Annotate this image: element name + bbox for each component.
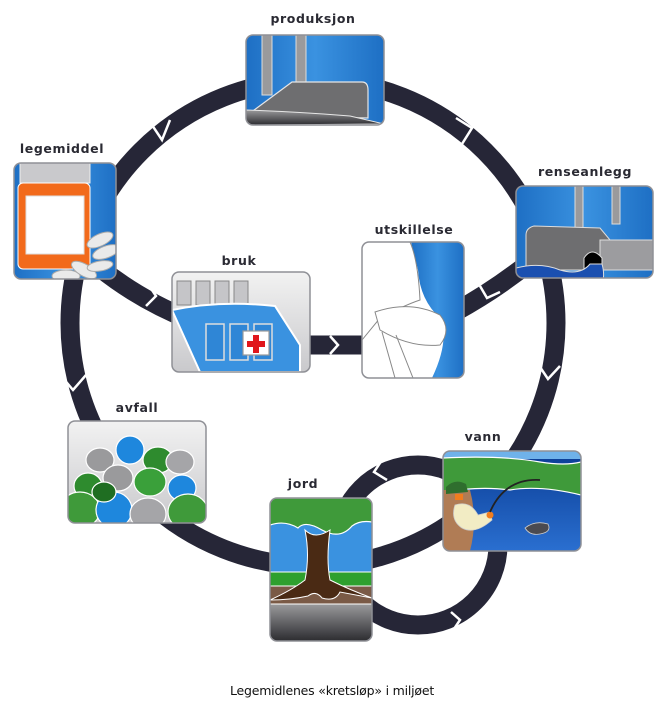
chevron-bruk-utskillelse [329, 335, 340, 355]
stage-bruk [171, 271, 311, 373]
pill-bottle-icon [14, 163, 116, 279]
garbage-bags-icon [68, 421, 206, 523]
treatment-plant-icon [516, 186, 653, 278]
chevron-legemiddel-avfall [61, 374, 87, 392]
stage-label-bruk: bruk [221, 253, 257, 268]
stage-avfall [67, 420, 207, 524]
stage-renseanlegg [515, 185, 654, 279]
chevron-jord-vann [450, 611, 462, 633]
chevron-produksjon-renseanlegg [455, 116, 474, 145]
figure-caption: Legemidlenes «kretsløp» i miljøet [229, 683, 435, 698]
fisherman-lake-icon [443, 451, 581, 551]
stage-label-renseanlegg: renseanlegg [537, 164, 633, 179]
stage-label-produksjon: produksjon [270, 11, 356, 26]
stage-label-avfall: avfall [115, 400, 159, 415]
chevron-legemiddel-bruk [145, 283, 158, 307]
chevron-utskillelse-renseanlegg [478, 285, 501, 300]
stage-label-utskillelse: utskillelse [374, 222, 454, 237]
chevron-avfall-jord [221, 506, 238, 534]
stage-label-legemiddel: legemiddel [19, 141, 105, 156]
stage-label-jord: jord [287, 476, 319, 491]
toilet-icon [362, 242, 464, 378]
stage-label-vann: vann [464, 429, 502, 444]
stage-jord [269, 497, 373, 642]
stage-utskillelse [361, 241, 465, 379]
stage-produksjon [245, 34, 385, 126]
stage-vann [442, 450, 582, 552]
ambulance-icon [172, 272, 310, 372]
chevron-produksjon-legemiddel [150, 119, 172, 143]
chevron-renseanlegg-vann [536, 363, 561, 382]
stage-legemiddel [13, 162, 117, 280]
chevron-vann-jord [372, 459, 388, 482]
flow-direction-chevrons [61, 116, 561, 633]
factory-icon [246, 35, 384, 125]
tree-soil-icon [270, 498, 372, 641]
